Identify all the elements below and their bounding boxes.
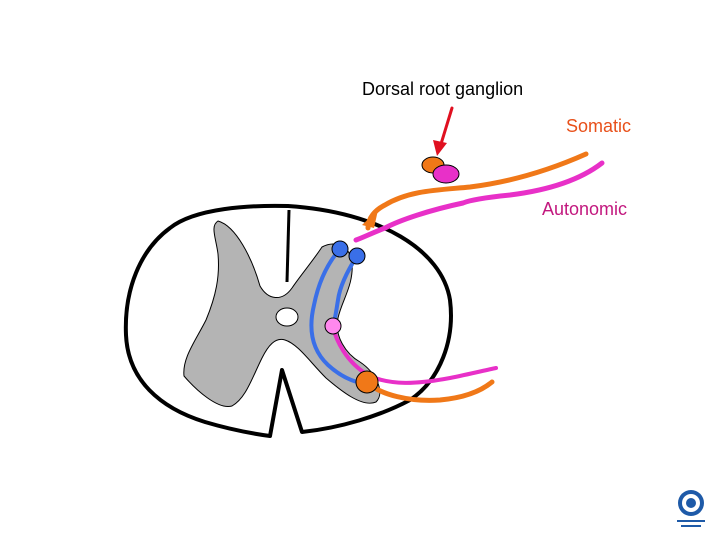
- blue-neuron-fiber-left: [309, 247, 368, 386]
- dorsal-median-septum: [285, 209, 291, 283]
- central-canal: [275, 307, 299, 327]
- ganglion-pointer-arrow: [439, 106, 454, 146]
- university-seal-icon: [677, 490, 705, 527]
- spinal-cord-outline: [123, 203, 453, 438]
- ganglion-pointer-arrowhead: [433, 140, 447, 156]
- dorsal-root-ganglion-autonomic-cell: [432, 164, 460, 184]
- somatic-sensory-fiber: [365, 151, 589, 231]
- autonomic-label: Autonomic: [542, 199, 628, 219]
- somatic-arrowhead: [362, 210, 378, 228]
- blue-neuron-body-right: [348, 247, 366, 265]
- motor-neuron-body: [355, 370, 379, 394]
- blue-neuron-body-left: [331, 240, 349, 258]
- dorsal-root-ganglion-label: Dorsal root ganglion: [362, 79, 524, 99]
- somatic-motor-fiber: [364, 379, 495, 403]
- somatic-label: Somatic: [566, 116, 632, 136]
- autonomic-sensory-fiber: [353, 160, 605, 243]
- preganglionic-neuron-body: [324, 317, 342, 335]
- autonomic-efferent-fiber: [331, 325, 498, 385]
